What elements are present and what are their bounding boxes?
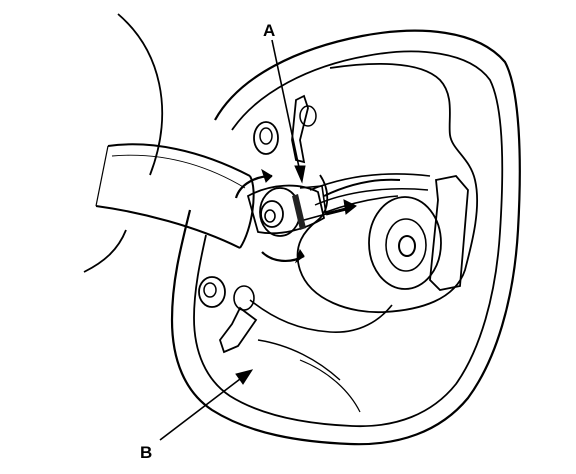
upper-clip <box>291 94 309 164</box>
rotation-arrow-lower-head <box>295 248 305 264</box>
tool-handle-top <box>107 143 251 177</box>
pull-arrow-head <box>343 199 357 215</box>
lower-bolt-second <box>233 285 255 311</box>
harness-wire <box>323 178 401 197</box>
callout-a-label: A <box>263 21 275 40</box>
connector-lock <box>299 185 327 221</box>
hub-nut <box>398 235 416 257</box>
upper-clip-knob <box>299 105 317 127</box>
hub-bracket <box>429 175 469 291</box>
connector-pin <box>264 209 276 223</box>
connector-shading <box>292 194 306 230</box>
callout-b-leader <box>159 375 245 441</box>
rotation-arrow-upper-head <box>261 168 273 183</box>
lower-spoke-inner <box>257 339 341 381</box>
hub-outline <box>296 63 479 314</box>
connector-socket <box>260 200 284 228</box>
callout-b-arrowhead <box>235 369 254 385</box>
tool-handle-highlight <box>111 154 246 189</box>
tool-shank <box>246 184 326 235</box>
lower-spoke <box>249 299 393 333</box>
upper-bolt-head <box>259 127 273 145</box>
hub-boss <box>368 196 442 290</box>
harness-wire-lower <box>325 195 399 213</box>
steering-wheel-outer-rim <box>170 29 521 446</box>
lower-clip <box>218 306 258 354</box>
steering-wheel-inner-rim <box>193 50 504 428</box>
callout-b-label: B <box>140 443 152 462</box>
upper-bolt <box>253 121 279 155</box>
lower-bolt <box>198 276 226 308</box>
callout-a-leader <box>271 39 301 173</box>
hub-boss-inner <box>385 218 427 272</box>
lower-bolt-head <box>203 282 217 298</box>
tool-handle-edge <box>95 145 109 207</box>
tool-handle-bottom <box>95 205 241 249</box>
dashboard-lower-outline <box>83 229 127 273</box>
spoke-guide <box>299 359 361 413</box>
dashboard-outline <box>117 13 163 176</box>
callout-a-arrowhead <box>294 165 306 184</box>
